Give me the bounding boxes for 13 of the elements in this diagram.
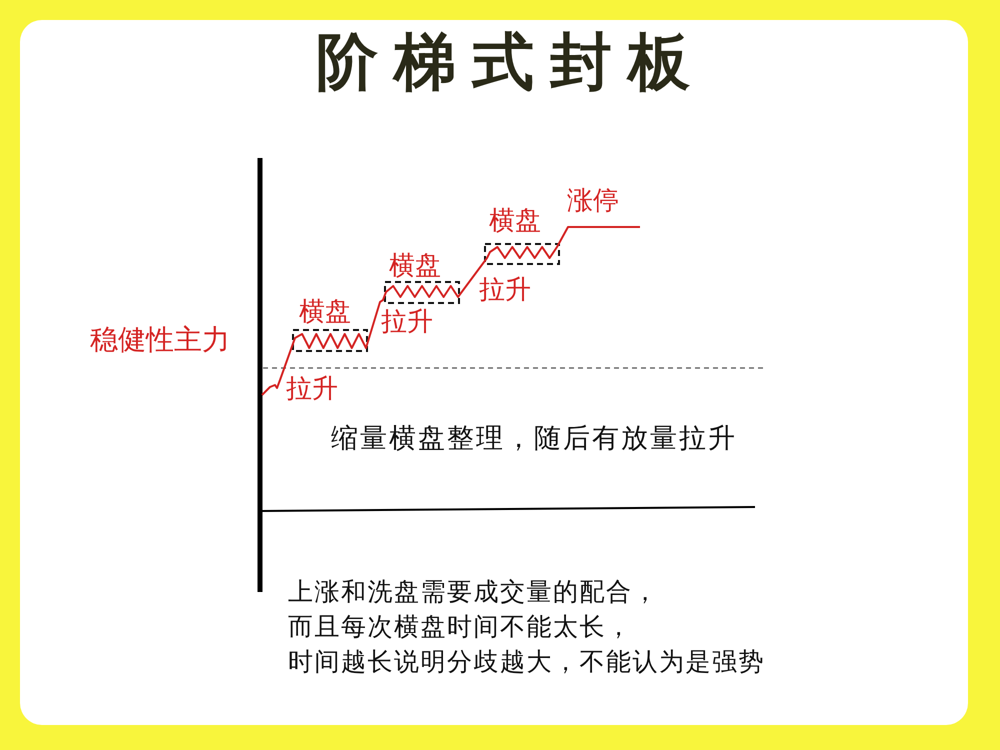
stage-label: 横盘 <box>299 298 351 327</box>
stage-label: 拉升 <box>479 276 531 305</box>
note-text: 上涨和洗盘需要成交量的配合， <box>288 578 659 606</box>
note-text: 而且每次横盘时间不能太长， <box>288 613 632 640</box>
stage-label: 横盘 <box>489 207 541 236</box>
side-label: 稳健性主力 <box>90 325 230 356</box>
chart-note: 缩量横盘整理，随后有放量拉升 <box>331 424 737 454</box>
note-text: 时间越长说明分歧越大，不能认为是强势 <box>288 648 765 676</box>
stage-label: 横盘 <box>389 252 441 281</box>
stage-label: 拉升 <box>381 308 433 337</box>
stage-label: 涨停 <box>567 187 619 216</box>
title: 阶梯式封板 <box>316 28 706 96</box>
stage-label: 拉升 <box>286 375 338 404</box>
